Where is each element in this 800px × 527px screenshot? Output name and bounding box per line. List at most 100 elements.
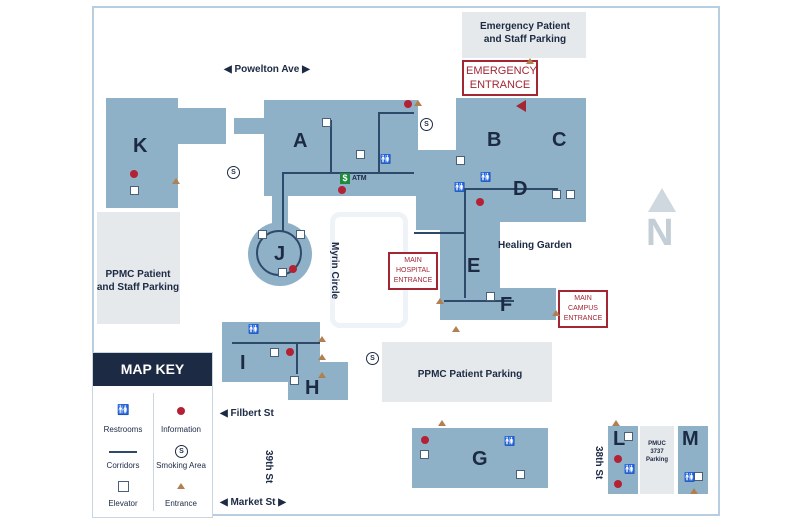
corridor bbox=[414, 232, 464, 234]
building-l-label: L bbox=[613, 428, 626, 450]
building-h-label: H bbox=[305, 377, 320, 399]
corridor bbox=[330, 120, 332, 174]
elevator-icon bbox=[290, 376, 299, 385]
building-l bbox=[608, 426, 638, 494]
restroom-icon: 🚻 bbox=[380, 154, 392, 164]
entrance-marker-icon bbox=[552, 310, 560, 316]
elevator-icon bbox=[486, 292, 495, 301]
building-e bbox=[440, 222, 500, 298]
smoking-area-icon: S bbox=[175, 445, 188, 458]
street-myrin-circle: Myrin Circle bbox=[329, 242, 340, 300]
entrance-marker-icon bbox=[612, 420, 620, 426]
elevator-icon bbox=[258, 230, 267, 239]
elevator-icon bbox=[322, 118, 331, 127]
information-icon bbox=[286, 348, 294, 356]
building-k bbox=[106, 98, 178, 208]
building-m bbox=[678, 426, 708, 494]
corridor bbox=[296, 342, 298, 374]
key-corridors-label: Corridors bbox=[106, 461, 140, 470]
smoking-area-icon: S bbox=[420, 118, 433, 131]
north-arrow-icon bbox=[648, 188, 676, 212]
information-icon bbox=[476, 198, 484, 206]
emergency-parking-lot bbox=[462, 12, 586, 58]
entrance-marker-icon bbox=[318, 372, 326, 378]
elevator-icon bbox=[278, 268, 287, 277]
building-b-label: B bbox=[487, 129, 502, 151]
building-g-label: G bbox=[472, 448, 488, 470]
entrance-marker-icon bbox=[318, 354, 326, 360]
building-c-label: C bbox=[552, 129, 567, 151]
building-d-label: D bbox=[513, 178, 528, 200]
smoking-area-icon: S bbox=[227, 166, 240, 179]
map-key-divider bbox=[153, 393, 154, 511]
building-e-label: E bbox=[467, 255, 481, 277]
building-k-label: K bbox=[133, 135, 148, 157]
building-j-label: J bbox=[274, 243, 286, 265]
building-k-wing bbox=[178, 108, 226, 144]
corridor bbox=[232, 342, 320, 344]
entrance-marker-icon bbox=[452, 326, 460, 332]
elevator-icon bbox=[566, 190, 575, 199]
restroom-icon: 🚻 bbox=[624, 464, 636, 474]
corridor bbox=[378, 112, 414, 114]
key-elevator-label: Elevator bbox=[108, 499, 138, 508]
elevator-icon bbox=[552, 190, 561, 199]
restroom-icon: 🚻 bbox=[480, 172, 492, 182]
building-g bbox=[412, 428, 548, 488]
key-information-label: Information bbox=[160, 425, 202, 434]
corridor bbox=[444, 300, 514, 302]
building-m-label: M bbox=[682, 428, 699, 450]
entrance-marker-icon bbox=[526, 58, 534, 64]
corridor bbox=[378, 112, 380, 174]
entrance-marker-icon bbox=[438, 420, 446, 426]
building-a-link bbox=[234, 118, 264, 134]
information-icon bbox=[421, 436, 429, 444]
key-smoking-label: Smoking Area bbox=[156, 461, 206, 470]
healing-garden-label: Healing Garden bbox=[498, 240, 572, 251]
north-label: N bbox=[646, 212, 674, 254]
information-icon bbox=[130, 170, 138, 178]
elevator-icon bbox=[624, 432, 633, 441]
restroom-icon: 🚻 bbox=[248, 324, 260, 334]
ppmc-center-parking-lot bbox=[382, 342, 552, 402]
street-market: ◀ Market St ▶ bbox=[220, 497, 286, 508]
information-icon bbox=[404, 100, 412, 108]
restroom-icon: 🚻 bbox=[504, 436, 516, 446]
building-f bbox=[440, 288, 556, 320]
building-j-stem bbox=[272, 186, 288, 224]
entrance-marker-icon bbox=[172, 178, 180, 184]
elevator-icon bbox=[694, 472, 703, 481]
information-icon bbox=[289, 265, 297, 273]
smoking-area-icon: S bbox=[366, 352, 379, 365]
building-a-label: A bbox=[293, 130, 308, 152]
elevator-icon bbox=[420, 450, 429, 459]
information-icon bbox=[338, 186, 346, 194]
entrance-marker-icon bbox=[414, 100, 422, 106]
information-icon bbox=[614, 455, 622, 463]
pmuc-parking-lot bbox=[640, 426, 674, 494]
entrance-marker-icon bbox=[436, 298, 444, 304]
elevator-icon bbox=[270, 348, 279, 357]
building-bcd-link bbox=[416, 150, 458, 230]
entrance-marker-icon bbox=[177, 483, 185, 489]
atm-icon: $ bbox=[340, 173, 350, 184]
entrance-marker-icon bbox=[318, 336, 326, 342]
corridor bbox=[282, 172, 284, 232]
elevator-icon bbox=[356, 150, 365, 159]
corridor bbox=[462, 188, 558, 190]
restroom-icon: 🚻 bbox=[454, 182, 466, 192]
corridor-line-icon bbox=[109, 451, 137, 453]
restroom-icon: 🚻 bbox=[117, 405, 130, 416]
street-38th: 38th St bbox=[593, 446, 604, 480]
elevator-icon bbox=[516, 470, 525, 479]
map-key: MAP KEY 🚻 Restrooms Information Corridor… bbox=[92, 352, 213, 518]
building-f-label: F bbox=[500, 294, 513, 316]
key-restrooms-label: Restrooms bbox=[103, 425, 143, 434]
information-icon bbox=[177, 407, 185, 415]
elevator-icon bbox=[118, 481, 129, 492]
